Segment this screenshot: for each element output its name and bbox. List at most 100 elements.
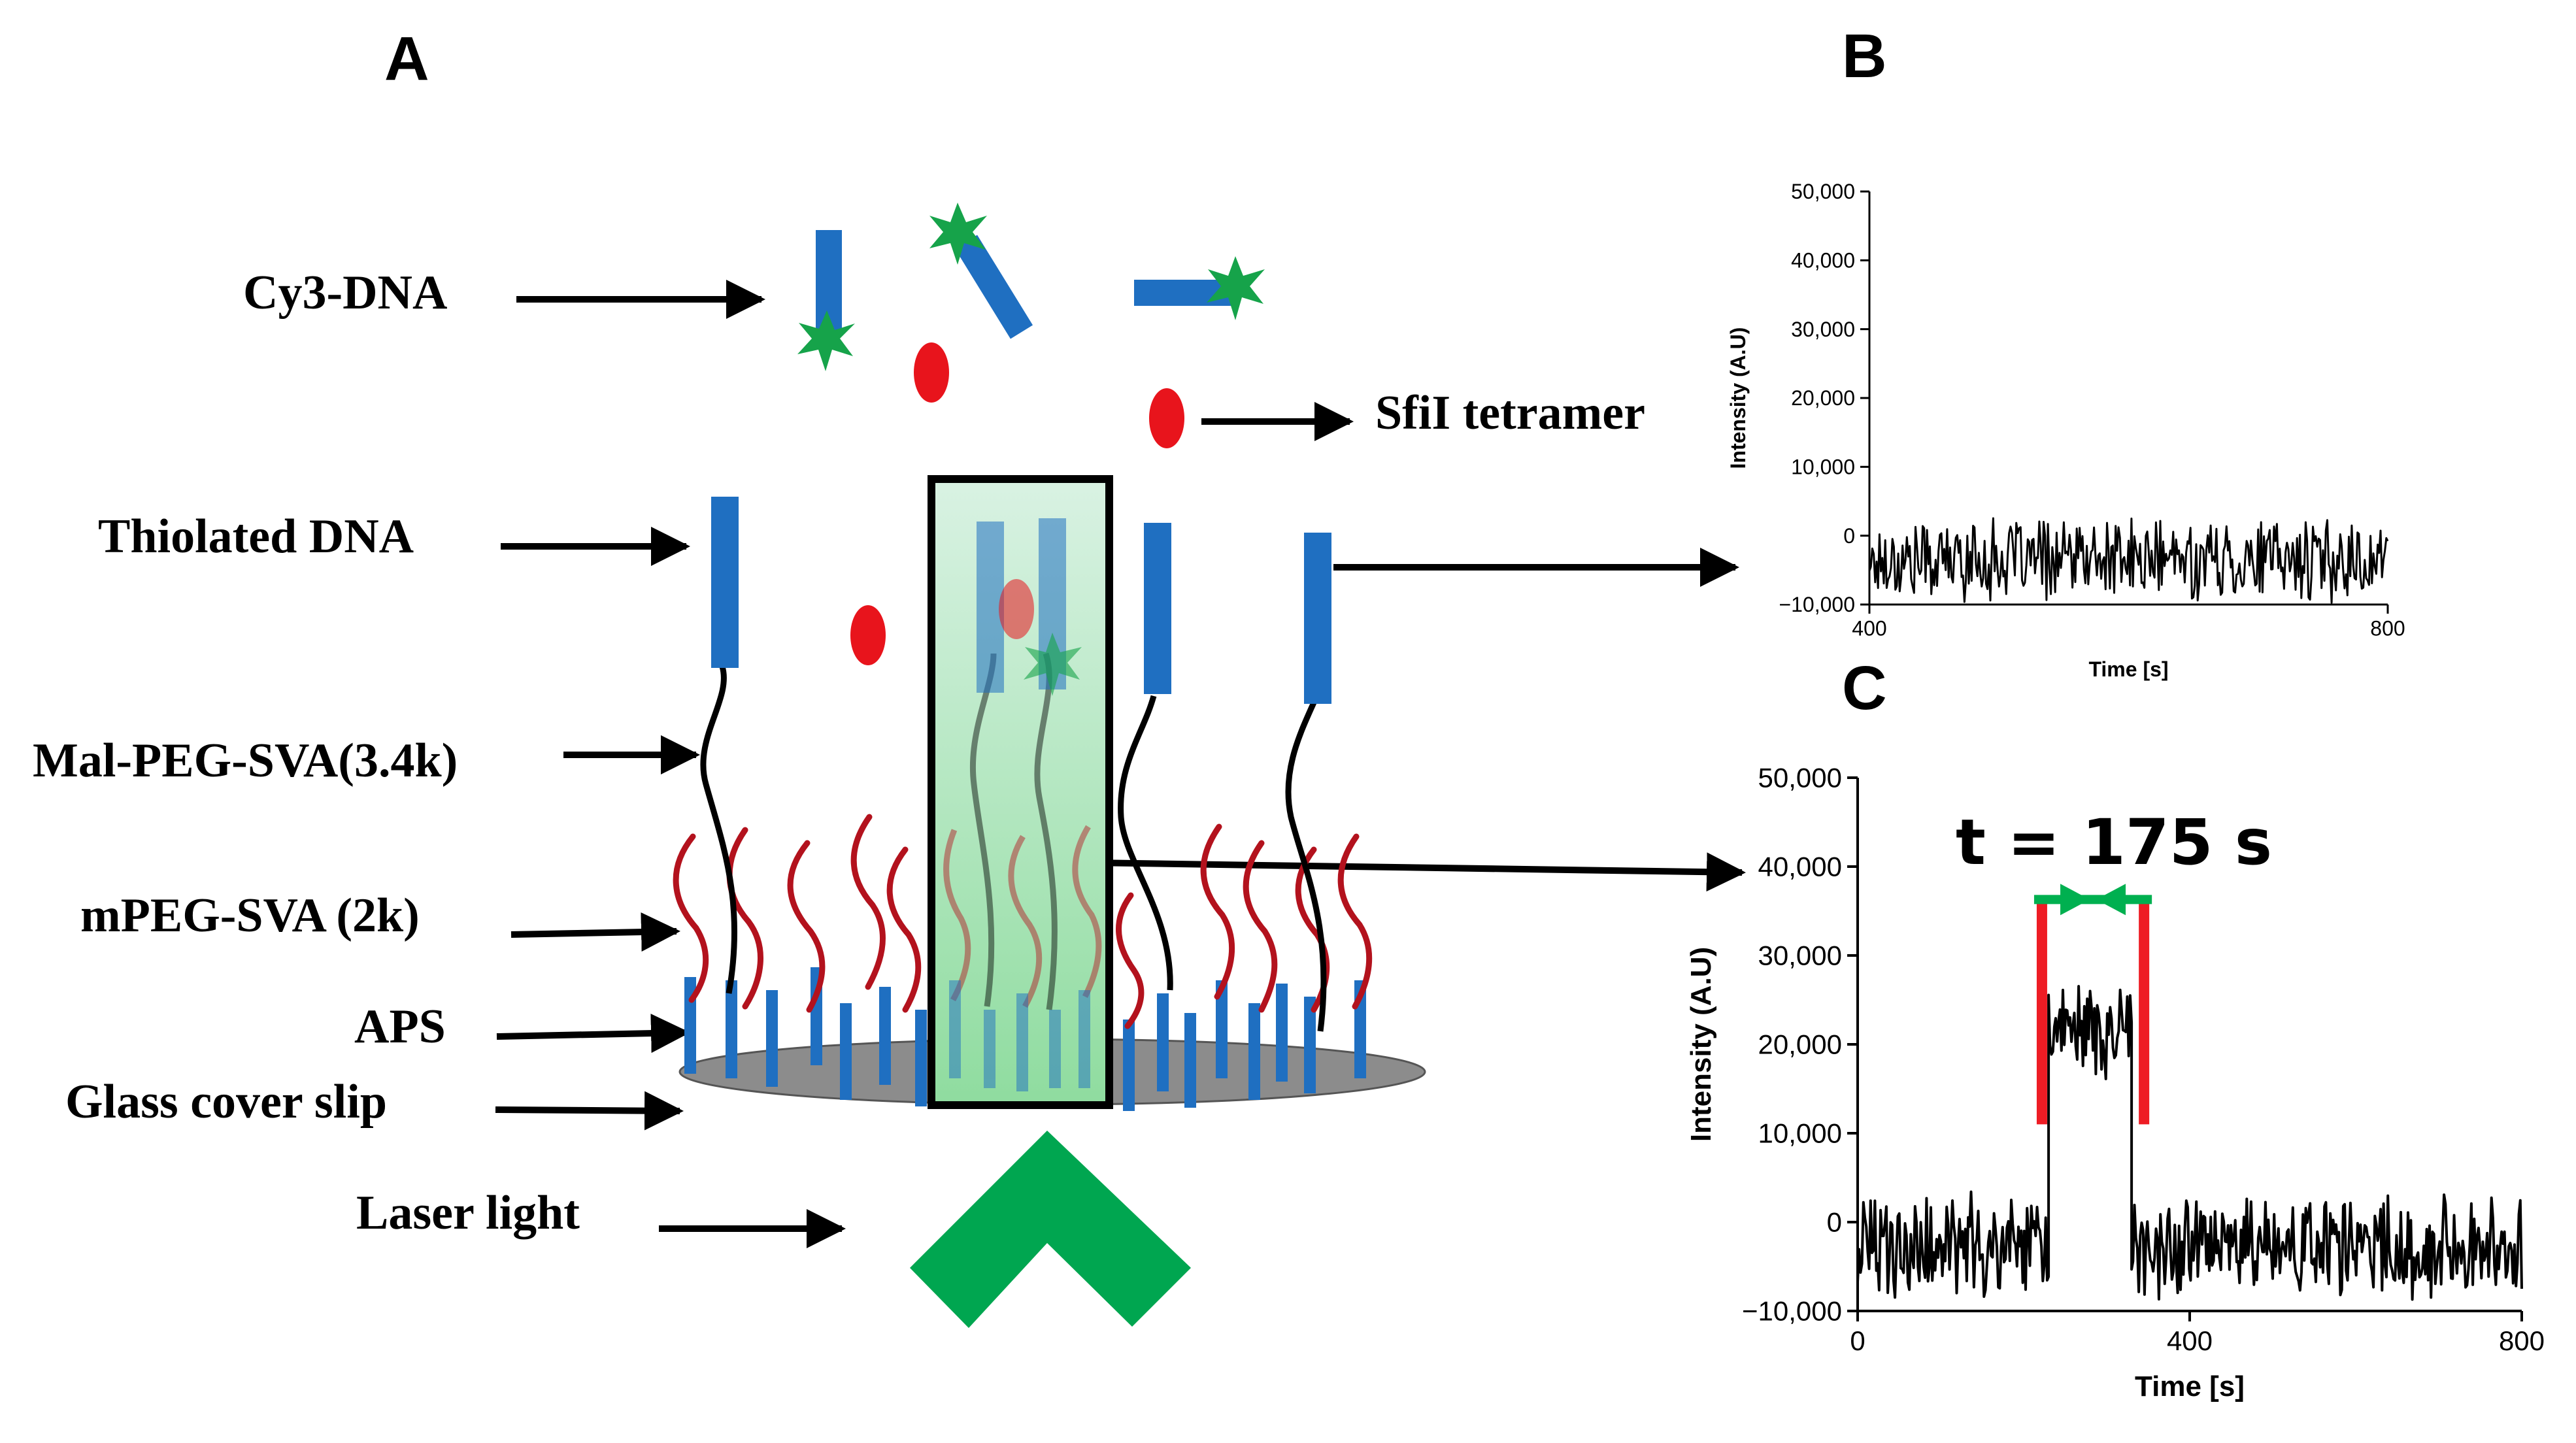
panel-a: A Cy3-DNA SfiI tetramer Thiolated DNA Ma… bbox=[33, 24, 1746, 1328]
sfii-tetramer-icon bbox=[1149, 388, 1184, 448]
mpeg-chain bbox=[1116, 892, 1145, 1029]
dna-strand bbox=[954, 235, 1033, 339]
x-tick-label: 400 bbox=[2167, 1325, 2213, 1356]
thiolated-dna-strand bbox=[711, 497, 739, 668]
mpeg-chain bbox=[1008, 835, 1043, 1008]
mpeg-chain bbox=[1200, 823, 1235, 1000]
mpeg-chain bbox=[850, 814, 886, 990]
arrow-glass bbox=[495, 1091, 684, 1131]
arrow-mpeg bbox=[510, 912, 680, 952]
aps-pillar bbox=[1123, 1020, 1135, 1111]
aps-pillar bbox=[1276, 984, 1288, 1082]
label-aps: APS bbox=[354, 1000, 446, 1053]
chart-b: −10,000 0 10,000 20,000 30,000 40,000 50,000 40… bbox=[1726, 180, 2405, 681]
chart-c: −10,000 0 10,000 20,000 30,000 40,000 50,000 0 4… bbox=[1685, 763, 2545, 1402]
aps-pillar bbox=[915, 1010, 927, 1106]
mpeg-chain bbox=[1072, 825, 1102, 999]
panel-b: B −10,000 0 10,000 20,000 30,000 40,000 50,000… bbox=[1726, 22, 2405, 681]
mpeg-chain bbox=[1243, 840, 1278, 1013]
panel-letter-c: C bbox=[1842, 654, 1887, 723]
mal-peg-linker bbox=[700, 665, 738, 994]
y-tick-label: 50,000 bbox=[1791, 180, 1855, 203]
intensity-trace bbox=[1856, 985, 2523, 1301]
x-tick-label: 400 bbox=[1852, 617, 1886, 640]
y-axis-title: Intensity (A.U) bbox=[1685, 947, 1717, 1142]
mpeg-chain bbox=[673, 833, 709, 1003]
mpeg-chain bbox=[726, 827, 763, 1010]
mpeg-chain bbox=[787, 840, 826, 1013]
intensity-trace bbox=[1868, 517, 2389, 604]
label-mpeg: mPEG-SVA (2k) bbox=[80, 889, 420, 942]
aps-layer bbox=[684, 967, 1366, 1111]
y-tick-label: 20,000 bbox=[1758, 1029, 1842, 1060]
aps-pillar bbox=[1016, 993, 1028, 1091]
aps-pillar bbox=[1157, 993, 1169, 1091]
mal-peg-linker bbox=[1034, 652, 1058, 1010]
laser-light-icon bbox=[910, 1131, 1191, 1328]
sfii-tetramer-icon bbox=[850, 605, 886, 665]
aps-pillar bbox=[840, 1003, 852, 1100]
mpeg-chain bbox=[886, 846, 922, 1013]
aps-pillar bbox=[949, 980, 961, 1078]
aps-pillar bbox=[1184, 1013, 1196, 1108]
y-tick-label: 10,000 bbox=[1791, 456, 1855, 479]
x-axis-title: Time [s] bbox=[2135, 1370, 2245, 1402]
aps-pillar bbox=[1216, 980, 1228, 1078]
y-axis-title: Intensity (A.U) bbox=[1726, 327, 1750, 469]
aps-pillar bbox=[726, 980, 737, 1078]
cy3-star-icon bbox=[929, 203, 987, 265]
y-tick-label: 20,000 bbox=[1791, 386, 1855, 410]
panel-letter-a: A bbox=[384, 24, 429, 93]
x-tick-label: 0 bbox=[1850, 1325, 1865, 1356]
mpeg-chain bbox=[943, 829, 971, 1002]
y-tick-label: 40,000 bbox=[1758, 852, 1842, 882]
mal-peg-linker bbox=[969, 653, 997, 1007]
free-cy3-dna bbox=[797, 203, 1265, 371]
dwell-time-label: t = 175 s bbox=[1956, 806, 2272, 879]
arrow-to-panel-c bbox=[1090, 852, 1746, 892]
x-tick-label: 800 bbox=[2370, 617, 2405, 640]
x-tick-label: 800 bbox=[2499, 1325, 2545, 1356]
y-tick-label: 0 bbox=[1843, 524, 1855, 548]
arrow-left-icon bbox=[2096, 884, 2126, 916]
label-arrows bbox=[495, 280, 1746, 1248]
aps-pillar bbox=[984, 1010, 995, 1088]
aps-pillar bbox=[1304, 997, 1316, 1093]
captured-cy3-star-icon bbox=[1024, 633, 1082, 696]
label-thiolated-dna: Thiolated DNA bbox=[98, 510, 414, 563]
y-tick-label: −10,000 bbox=[1742, 1296, 1842, 1327]
y-tick-label: 40,000 bbox=[1791, 249, 1855, 273]
panel-letter-b: B bbox=[1842, 22, 1887, 91]
cy3-star-icon bbox=[797, 310, 855, 371]
y-tick-label: 30,000 bbox=[1791, 318, 1855, 341]
panel-c: C −10,000 0 10,000 20,000 30,000 40,000 50,000… bbox=[1685, 654, 2545, 1402]
cy3-star-icon bbox=[1207, 256, 1265, 320]
aps-pillar bbox=[1079, 990, 1090, 1088]
thiolated-dna-strand bbox=[1144, 523, 1171, 694]
label-sfii-tetramer: SfiI tetramer bbox=[1375, 386, 1645, 440]
captured-sfii-icon bbox=[999, 579, 1034, 639]
y-tick-label: 0 bbox=[1827, 1207, 1842, 1238]
label-cy3-dna: Cy3-DNA bbox=[243, 266, 447, 320]
label-glass: Glass cover slip bbox=[65, 1075, 387, 1129]
aps-pillar bbox=[766, 990, 778, 1087]
mal-peg-linker bbox=[1118, 695, 1173, 991]
aps-pillar bbox=[1049, 1010, 1061, 1088]
x-axis-title: Time [s] bbox=[2088, 657, 2168, 681]
mpeg-chain bbox=[1337, 833, 1373, 1010]
y-tick-label: 10,000 bbox=[1758, 1118, 1842, 1149]
thiolated-dna-group bbox=[700, 497, 1331, 1032]
observation-box-frame bbox=[928, 475, 1113, 1109]
y-tick-label: 30,000 bbox=[1758, 940, 1842, 971]
mal-peg-linker bbox=[1285, 701, 1327, 1032]
observation-window bbox=[928, 475, 1113, 1109]
arrow-right-icon bbox=[2060, 884, 2090, 916]
sfii-tetramer-icon bbox=[914, 342, 949, 403]
aps-pillar bbox=[879, 987, 891, 1085]
label-mal-peg: Mal-PEG-SVA(3.4k) bbox=[33, 734, 458, 788]
arrow-aps bbox=[496, 1014, 690, 1053]
y-tick-label: −10,000 bbox=[1779, 593, 1855, 616]
aps-pillar bbox=[1248, 1003, 1260, 1100]
y-tick-label: 50,000 bbox=[1758, 763, 1842, 793]
